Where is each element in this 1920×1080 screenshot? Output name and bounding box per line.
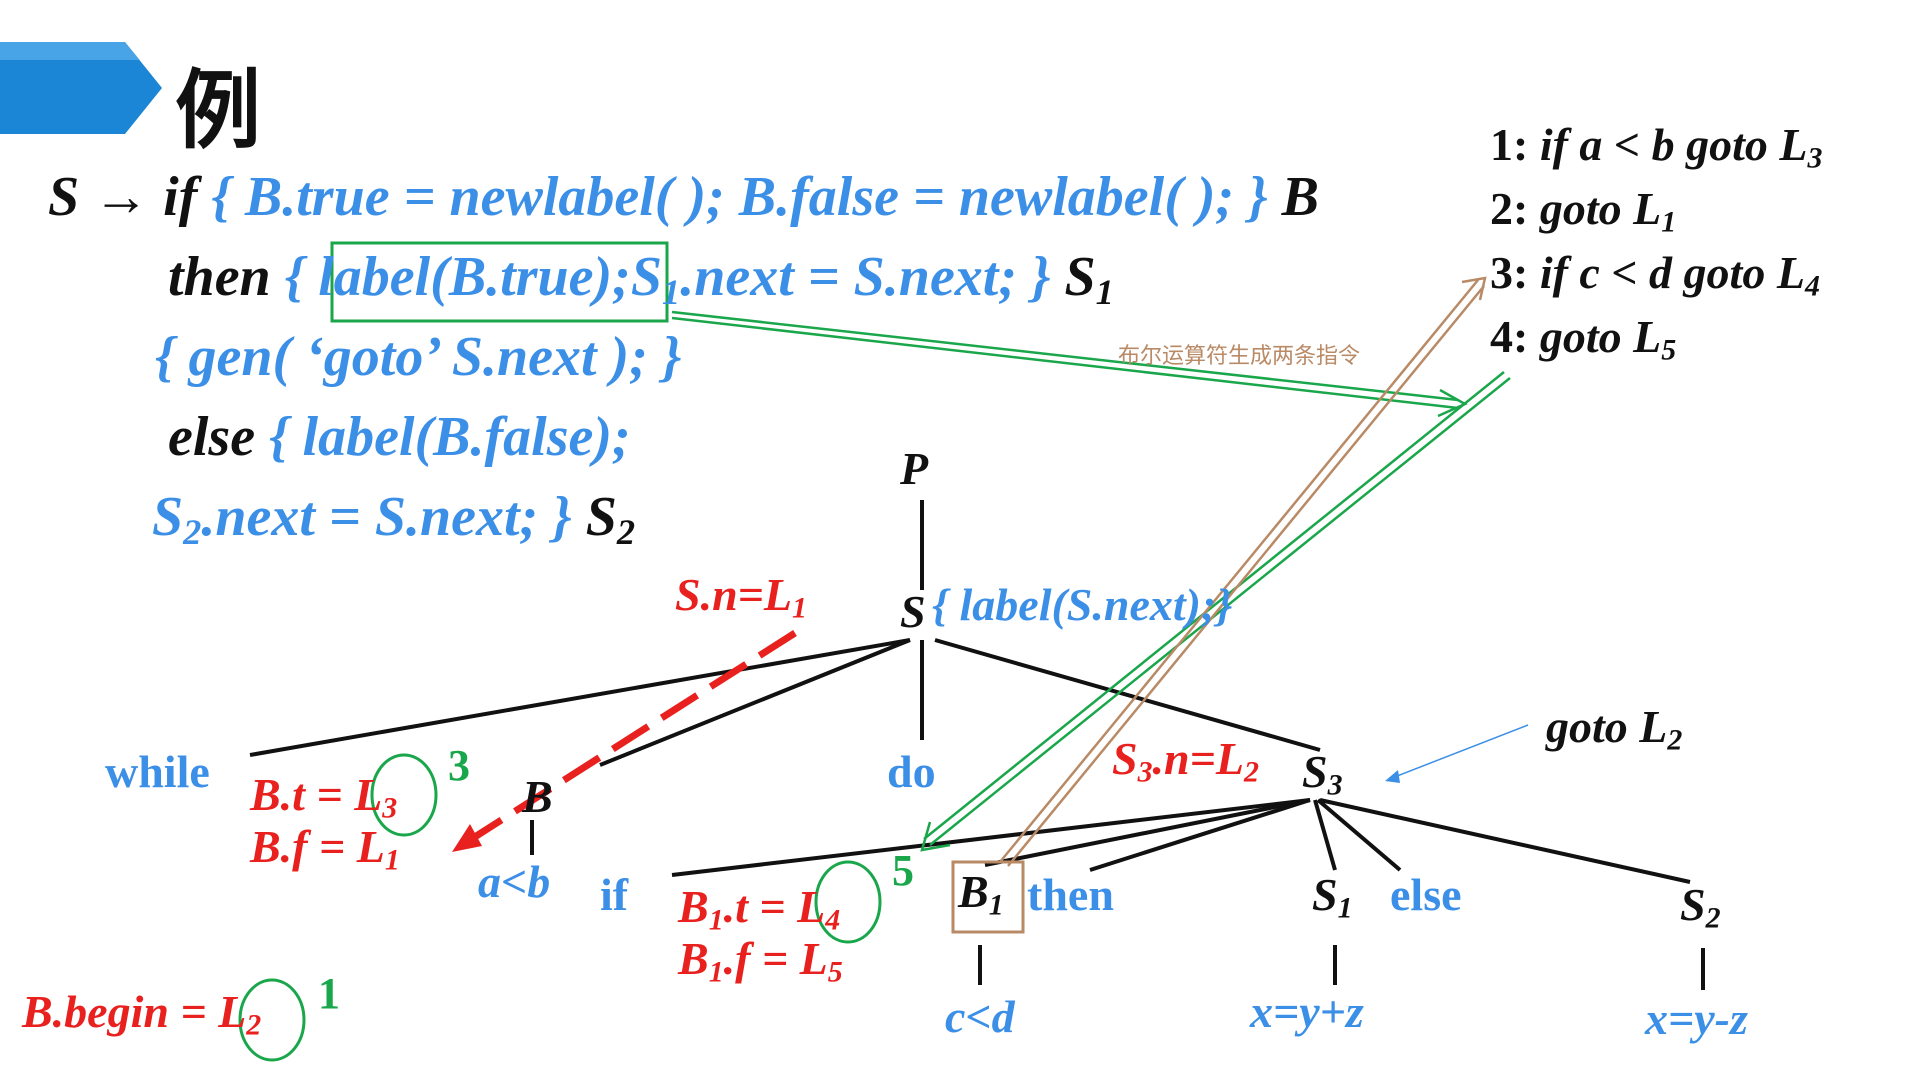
node-do: do — [887, 746, 936, 797]
node-then: then — [1027, 869, 1114, 920]
code-line-2: 2: goto L1 — [1490, 183, 1677, 239]
node-b1: B1 — [958, 866, 1004, 922]
node-s3: S3 — [1302, 746, 1343, 802]
rule-line-2: then { label(B.true);S1.next = S.next; }… — [168, 246, 1114, 313]
title-banner-highlight — [0, 42, 140, 60]
rule-line-1: S → if { B.true = newlabel( ); B.false =… — [48, 166, 1319, 228]
goto-l2-arrow — [1391, 724, 1529, 779]
edge-s3-b1 — [984, 798, 1311, 867]
brown-arrowhead — [1461, 276, 1487, 301]
circle-l4 — [814, 860, 882, 944]
node-p: P — [900, 443, 929, 494]
goto-l2-note: goto L2 — [1546, 701, 1683, 757]
node-s2: S2 — [1680, 879, 1721, 935]
rule-line-4: else { label(B.false); — [168, 406, 631, 468]
edge-s3-s2 — [1319, 798, 1691, 884]
leaf-a-lt-b: a<b — [478, 856, 551, 907]
s-action: { label(S.next);} — [932, 579, 1233, 630]
node-if: if — [600, 869, 629, 920]
green-arrowhead-right — [1437, 388, 1468, 418]
leaf-x-y-plus-z: x=y+z — [1250, 986, 1364, 1037]
edge-s-b — [599, 638, 911, 767]
code-line-3: 3: if c < d goto L4 — [1490, 247, 1820, 303]
rule-line-3: { gen( ‘goto’ S.next ); } — [155, 326, 682, 388]
code-line-4: 4: goto L5 — [1490, 311, 1677, 367]
edge-s3-then — [1089, 798, 1311, 872]
step-5: 5 — [892, 846, 914, 895]
node-while: while — [105, 746, 210, 797]
node-else: else — [1390, 869, 1462, 920]
label-btrue-box — [330, 241, 669, 323]
circle-l3 — [370, 753, 438, 837]
step-3: 3 — [448, 741, 470, 790]
edge-s3-s1 — [1313, 799, 1337, 871]
node-b: B — [522, 771, 553, 822]
label-btrue: label(B.true); — [318, 246, 631, 308]
green-arrowhead-left — [920, 821, 951, 852]
bool-note: 布尔运算符生成两条指令 — [1118, 344, 1361, 369]
b1-box — [951, 860, 1025, 934]
rule-line-5: S2.next = S.next; } S2 — [152, 486, 636, 553]
code-line-1: 1: if a < b goto L3 — [1490, 119, 1823, 175]
node-s1: S1 — [1312, 869, 1353, 925]
edge-s-s3 — [934, 638, 1321, 752]
s3-next-attr: S3.n=L2 — [1112, 733, 1259, 789]
page-title: 例 — [175, 61, 261, 161]
edge-s3-if — [671, 798, 1311, 877]
step-1: 1 — [318, 969, 340, 1018]
title-banner — [0, 42, 162, 134]
leaf-x-y-minus-z: x=y-z — [1645, 993, 1748, 1044]
bt-attr: B.t = L3 — [250, 769, 398, 825]
circle-l2 — [238, 978, 306, 1062]
inherit-arrowhead — [452, 824, 482, 852]
bf-attr: B.f = L1 — [250, 821, 400, 877]
edge-s3-else — [1316, 798, 1402, 872]
leaf-c-lt-d: c<d — [945, 991, 1015, 1042]
s-next-attr: S.n=L1 — [675, 569, 807, 625]
b-begin-attr: B.begin = L2 — [22, 986, 262, 1042]
inherit-arrow — [468, 630, 797, 843]
b1f-attr: B1.f = L5 — [678, 933, 843, 989]
node-s: S — [900, 586, 926, 637]
b1t-attr: B1.t = L4 — [678, 881, 841, 937]
edge-s-while — [249, 638, 911, 757]
